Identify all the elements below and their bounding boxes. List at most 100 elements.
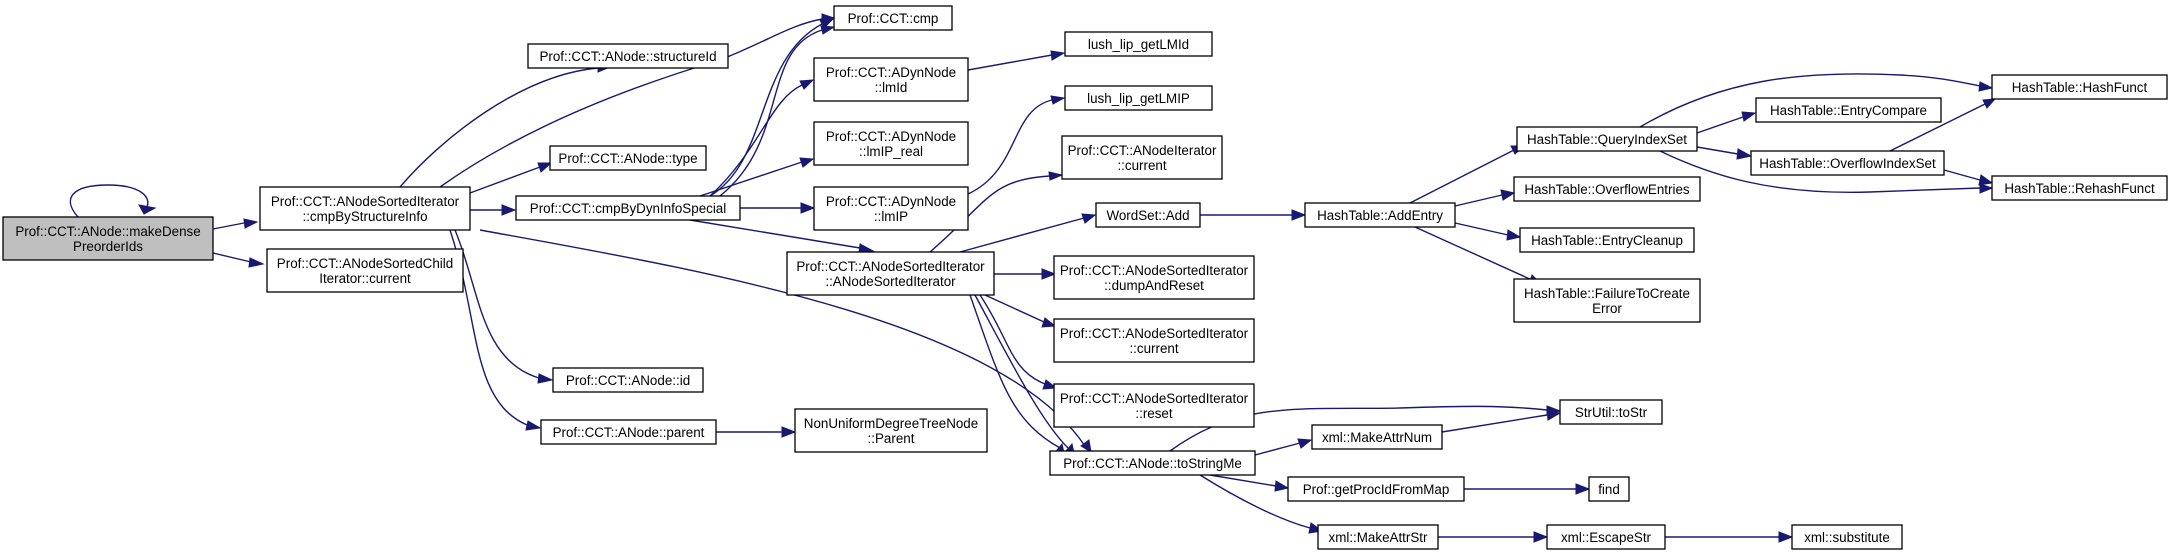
node-label: lush_lip_getLMIP [1087, 91, 1190, 106]
edge-line [479, 229, 1086, 447]
edge-line [1889, 103, 1986, 152]
node-box [1516, 126, 1698, 152]
edge-sortedIterator-to-anodeIterCurrent [929, 171, 1064, 253]
node-dumpAndReset[interactable]: Prof::CCT::ANodeSortedIterator::dumpAndR… [1053, 255, 1255, 300]
node-anodeIterCurrent[interactable]: Prof::CCT::ANodeIterator::current [1061, 135, 1223, 180]
node-substitute[interactable]: xml::substitute [1791, 524, 1903, 550]
node-box [1588, 476, 1630, 502]
node-sortedIterCurrent[interactable]: Prof::CCT::ANodeSortedIterator::current [1053, 318, 1255, 363]
node-label: WordSet::Add [1106, 208, 1189, 223]
edge-line [959, 217, 1085, 253]
edge-line [1414, 226, 1533, 281]
node-box [1546, 524, 1666, 550]
node-label: Prof::CCT::ANodeSortedIterator [1060, 391, 1249, 406]
node-label: ::lmIP_real [859, 144, 923, 159]
arrowhead [1741, 111, 1757, 122]
node-lmIPreal[interactable]: Prof::CCT::ADynNode::lmIP_real [813, 121, 969, 166]
node-entryCleanup[interactable]: HashTable::EntryCleanup [1519, 227, 1695, 253]
node-label: PreorderIds [73, 239, 143, 254]
node-parent[interactable]: Prof::CCT::ANode::parent [540, 419, 717, 445]
node-addEntry[interactable]: HashTable::AddEntry [1304, 202, 1456, 228]
node-label: HashTable::RehashFunct [2004, 181, 2155, 196]
node-box [794, 408, 988, 453]
arrowhead [1042, 379, 1058, 390]
node-sortedIterator[interactable]: Prof::CCT::ANodeSortedIterator::ANodeSor… [786, 251, 995, 296]
edge-line [212, 252, 252, 263]
edge-sortedIterator-to-dumpAndReset [994, 268, 1057, 280]
node-box [813, 57, 969, 102]
node-box [1991, 74, 2168, 100]
node-type[interactable]: Prof::CCT::ANode::type [549, 145, 707, 171]
node-hashFunct[interactable]: HashTable::HashFunct [1991, 74, 2168, 100]
edge-line [1454, 194, 1503, 207]
arrowhead [525, 420, 542, 431]
edge-line [469, 166, 541, 194]
node-box [1053, 255, 1255, 300]
node-cmp[interactable]: Prof::CCT::cmp [833, 5, 953, 31]
node-sortedChildCurrent[interactable]: Prof::CCT::ANodeSortedChildIterator::cur… [266, 248, 464, 293]
node-label: ::current [1129, 341, 1178, 356]
node-id[interactable]: Prof::CCT::ANode::id [552, 367, 704, 393]
edge-root-to-sortedChildCurrent [212, 252, 265, 268]
node-label: ::lmIP [874, 209, 908, 224]
edge-line [212, 222, 245, 230]
node-overflowEntries[interactable]: HashTable::OverflowEntries [1513, 176, 1701, 202]
node-ntParent[interactable]: NonUniformDegreeTreeNode::Parent [794, 408, 988, 453]
arrowhead [1274, 480, 1290, 492]
edge-line [439, 18, 823, 188]
node-label: Prof::CCT::ADynNode [826, 129, 956, 144]
node-structureId[interactable]: Prof::CCT::ANode::structureId [527, 43, 729, 69]
arrowhead [1575, 483, 1591, 495]
node-overflowIndexSet[interactable]: HashTable::OverflowIndexSet [1750, 150, 1945, 176]
call-edges [69, 13, 1997, 543]
node-cmpByStructureInfo[interactable]: Prof::CCT::ANodeSortedIterator::cmpByStr… [259, 186, 471, 231]
edge-line [969, 294, 1061, 449]
arrowhead [1050, 50, 1066, 61]
edge-addEntry-to-overflowEntries [1454, 189, 1516, 207]
arrowhead [1050, 95, 1066, 105]
node-makeAttrNum[interactable]: xml::MakeAttrNum [1311, 424, 1443, 450]
edge-line [1696, 116, 1744, 134]
arrowhead [138, 204, 157, 215]
edge-toStringMe-to-makeAttrNum [1254, 438, 1313, 456]
node-queryIndexSet[interactable]: HashTable::QueryIndexSet [1516, 126, 1698, 152]
edge-toStringMe-to-getProcId [1209, 474, 1290, 492]
node-wordSetAdd[interactable]: WordSet::Add [1095, 202, 1201, 228]
arrowhead [819, 17, 836, 29]
edge-line [979, 294, 1046, 385]
node-toStringMe[interactable]: Prof::CCT::ANode::toStringMe [1049, 450, 1256, 476]
node-label: Prof::CCT::ANode::parent [553, 425, 705, 440]
node-label: Prof::CCT::ANodeSortedIterator [796, 259, 985, 274]
node-escapeStr[interactable]: xml::EscapeStr [1546, 524, 1666, 550]
node-label: Prof::CCT::ANode::toStringMe [1063, 456, 1242, 471]
edge-line [454, 229, 540, 379]
node-sortedIterReset[interactable]: Prof::CCT::ANodeSortedIterator::reset [1053, 383, 1255, 428]
node-makeAttrStr[interactable]: xml::MakeAttrStr [1317, 524, 1439, 550]
node-label: xml::MakeAttrNum [1322, 430, 1432, 445]
edge-line [929, 175, 1051, 253]
node-lmId[interactable]: Prof::CCT::ADynNode::lmId [813, 57, 969, 102]
node-label: HashTable::OverflowEntries [1524, 182, 1690, 197]
node-label: Prof::CCT::ANode::structureId [539, 49, 716, 64]
node-entryCompare[interactable]: HashTable::EntryCompare [1755, 97, 1942, 123]
edge-line [1943, 169, 1981, 181]
node-toStr[interactable]: StrUtil::toStr [1559, 399, 1663, 425]
node-find[interactable]: find [1588, 476, 1630, 502]
arrowhead [781, 426, 797, 438]
node-label: ::ANodeSortedIterator [825, 274, 956, 289]
node-lushGetLMIP[interactable]: lush_lip_getLMIP [1064, 85, 1213, 111]
node-box [1053, 318, 1255, 363]
node-label: HashTable::EntryCleanup [1531, 233, 1683, 248]
node-lmIP[interactable]: Prof::CCT::ADynNode::lmIP [813, 186, 969, 231]
node-lushGetLMId[interactable]: lush_lip_getLMId [1064, 31, 1213, 57]
node-box [259, 186, 471, 231]
node-cmpByDynInfoSpecial[interactable]: Prof::CCT::cmpByDynInfoSpecial [515, 195, 741, 221]
node-getProcId[interactable]: Prof::getProcIdFromMap [1287, 476, 1465, 502]
node-rehashFunct[interactable]: HashTable::RehashFunct [1991, 175, 2168, 201]
node-box [833, 5, 953, 31]
node-box [1750, 150, 1945, 176]
node-label: lush_lip_getLMId [1088, 37, 1189, 52]
node-label: Prof::CCT::cmp [848, 11, 939, 26]
